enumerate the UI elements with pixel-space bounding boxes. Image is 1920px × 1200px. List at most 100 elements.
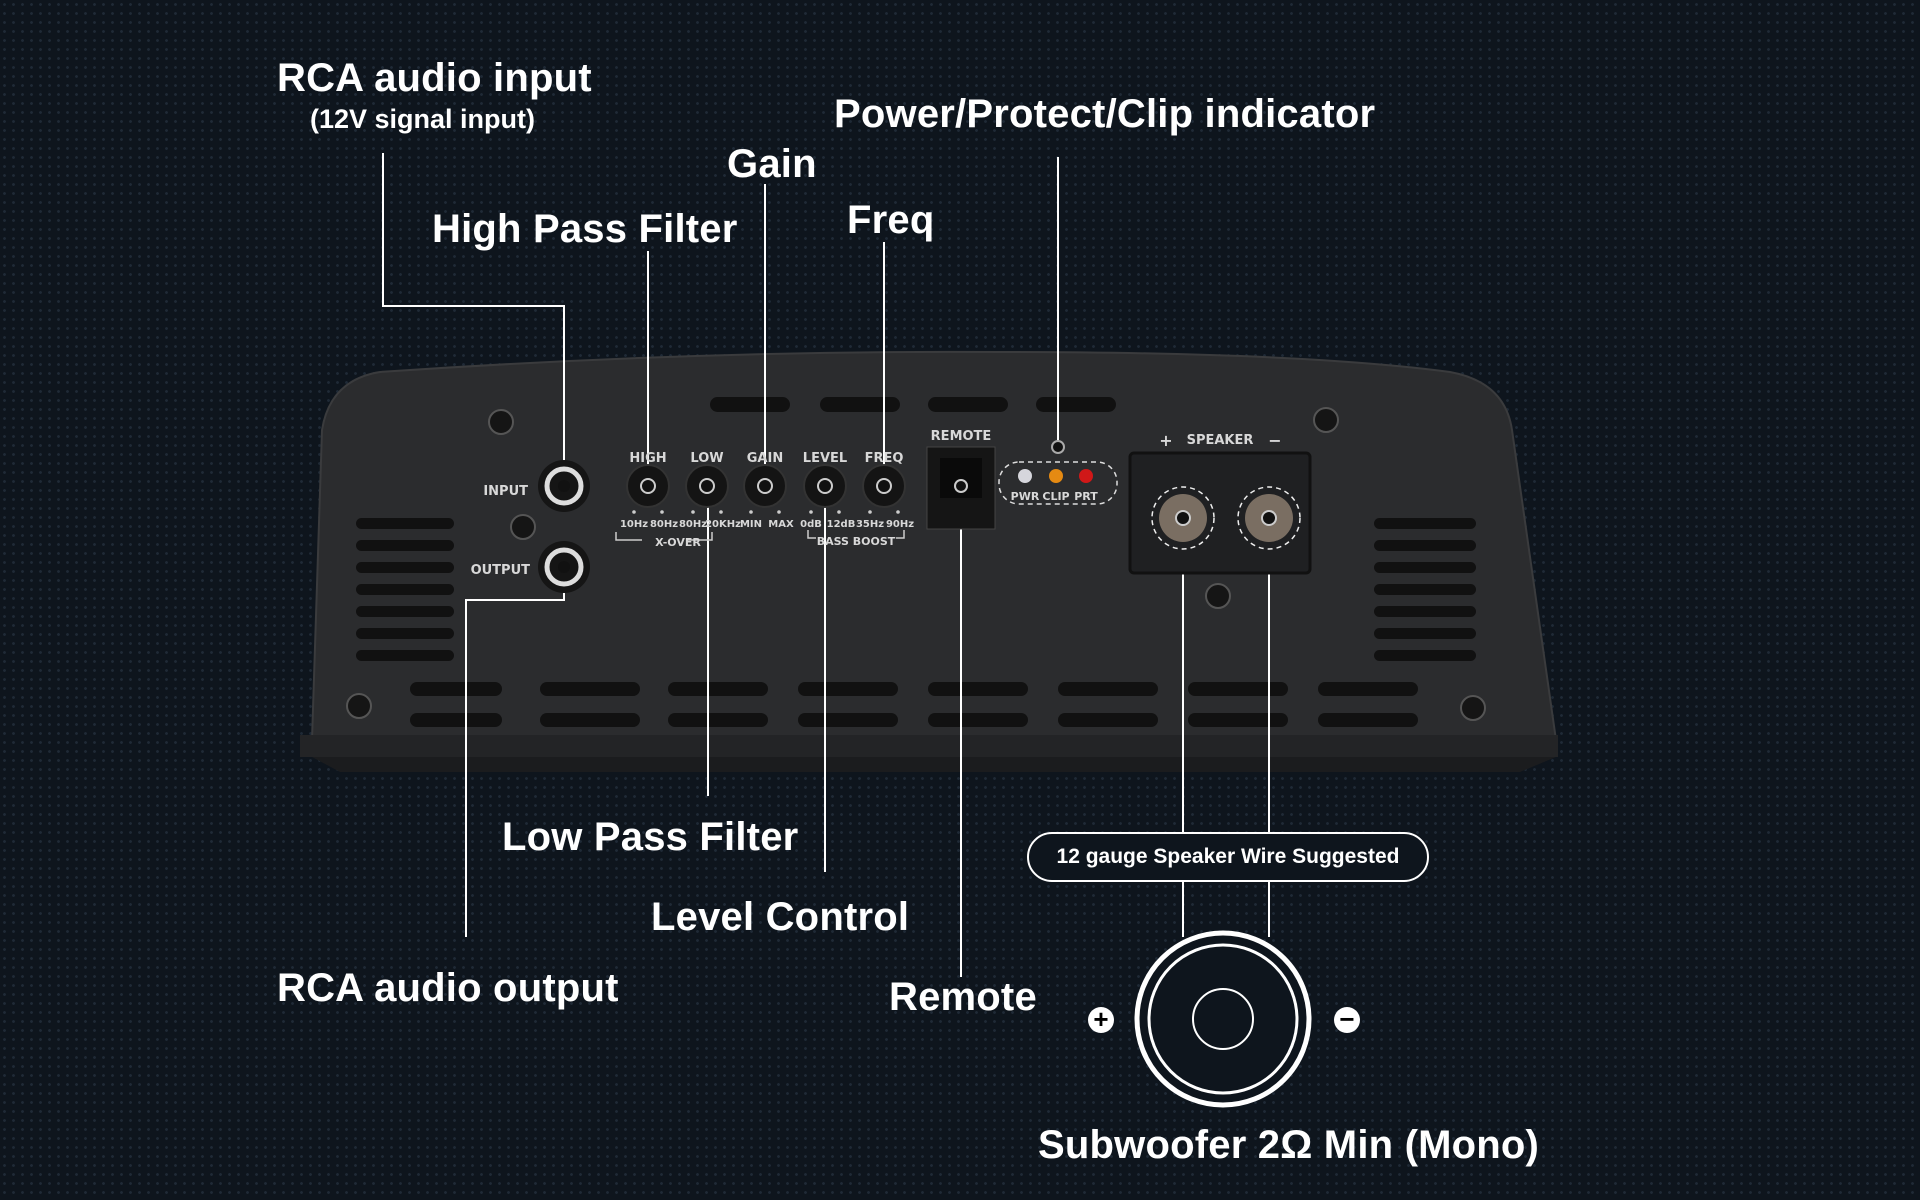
amplifier-base <box>300 735 1558 757</box>
remote-port[interactable] <box>926 446 996 530</box>
vent-slot <box>1318 682 1418 696</box>
knob-gain[interactable] <box>743 464 787 508</box>
knob-label: GAIN <box>747 451 783 466</box>
vent-slot <box>356 540 454 551</box>
vent-slot <box>1188 713 1288 727</box>
vent-slot <box>356 584 454 595</box>
vent-slot <box>1374 650 1476 661</box>
vent-slot <box>668 682 768 696</box>
knob-min-label: 80Hz <box>679 519 707 530</box>
screw-icon <box>346 693 372 719</box>
knob-max-label: 20KHz <box>705 519 741 530</box>
led-pwr <box>1018 469 1032 483</box>
screw-icon <box>1205 583 1231 609</box>
knob-level[interactable] <box>803 464 847 508</box>
screw-icon <box>510 514 536 540</box>
vent-slot <box>1374 540 1476 551</box>
vent-slot <box>1036 397 1116 412</box>
led-label: PRT <box>1074 490 1098 503</box>
led-label: CLIP <box>1042 490 1069 503</box>
vent-slot <box>540 682 640 696</box>
amplifier-foot <box>312 757 1556 772</box>
vent-slot <box>798 713 898 727</box>
subwoofer-icon <box>1134 930 1312 1108</box>
speaker-terminal-block <box>1128 451 1312 575</box>
vents <box>356 397 1476 727</box>
vent-slot <box>410 713 502 727</box>
vent-slot <box>356 628 454 639</box>
callout-indicator: Power/Protect/Clip indicator <box>834 92 1376 136</box>
speaker-terminal-minus[interactable] <box>1237 486 1301 550</box>
knob-low[interactable] <box>685 464 729 508</box>
vent-slot <box>798 682 898 696</box>
screw-icon <box>488 409 514 435</box>
vent-slot <box>1374 628 1476 639</box>
vent-slot <box>1058 682 1158 696</box>
knob-max-label: 12dB <box>827 519 856 530</box>
wire-note-badge: 12 gauge Speaker Wire Suggested <box>1027 832 1429 882</box>
callout-subwoofer: Subwoofer 2Ω Min (Mono) <box>1038 1123 1540 1167</box>
screw-icon <box>1313 407 1339 433</box>
vent-slot <box>820 397 900 412</box>
plus-icon: + <box>1088 1006 1114 1033</box>
knob-label: LEVEL <box>803 451 847 466</box>
speaker-plus-mark: + <box>1159 431 1172 450</box>
knob-high[interactable] <box>626 464 670 508</box>
knob-max-label: MAX <box>768 519 794 530</box>
vent-slot <box>356 518 454 529</box>
vent-slot <box>1318 713 1418 727</box>
led-clip <box>1049 469 1063 483</box>
knob-freq[interactable] <box>862 464 906 508</box>
vent-slot <box>356 606 454 617</box>
screw-icon <box>1460 695 1486 721</box>
vent-slot <box>356 650 454 661</box>
speaker-label: SPEAKER <box>1187 433 1254 448</box>
knob-min-label: MIN <box>740 519 762 530</box>
xover-bracket <box>615 532 713 541</box>
callout-gain: Gain <box>727 142 817 186</box>
vent-slot <box>1374 584 1476 595</box>
led-group <box>998 461 1118 505</box>
knob-max-label: 80Hz <box>650 519 678 530</box>
callout-rca-input: RCA audio input <box>277 56 592 100</box>
vent-slot <box>668 713 768 727</box>
rca-output-jack[interactable] <box>538 541 590 593</box>
knob-label: HIGH <box>629 451 666 466</box>
vent-slot <box>928 682 1028 696</box>
vent-slot <box>1374 562 1476 573</box>
callout-level: Level Control <box>651 895 910 939</box>
vent-slot <box>1374 606 1476 617</box>
vent-slot <box>1058 713 1158 727</box>
callout-rca-input-sub: (12V signal input) <box>310 104 536 134</box>
remote-label: REMOTE <box>931 429 992 444</box>
vent-slot <box>710 397 790 412</box>
led-label: PWR <box>1011 490 1040 503</box>
callout-high-pass: High Pass Filter <box>432 207 738 251</box>
vent-slot <box>928 713 1028 727</box>
callout-rca-output: RCA audio output <box>277 966 619 1010</box>
vent-slot <box>356 562 454 573</box>
input-label: INPUT <box>483 484 528 499</box>
rca-input-jack[interactable] <box>538 460 590 512</box>
knob-max-label: 90Hz <box>886 519 914 530</box>
xover-label: X-OVER <box>655 536 701 549</box>
speaker-terminal-plus[interactable] <box>1151 486 1215 550</box>
amplifier-body <box>310 350 1558 741</box>
callout-remote: Remote <box>889 975 1037 1019</box>
callout-freq: Freq <box>847 198 935 242</box>
bass-boost-label: BASS BOOST <box>817 535 896 548</box>
vent-slot <box>1374 518 1476 529</box>
bass-boost-bracket <box>807 530 905 539</box>
minus-icon: − <box>1334 1006 1360 1033</box>
knob-min-label: 35Hz <box>856 519 884 530</box>
knob-min-label: 0dB <box>800 519 822 530</box>
callout-low-pass: Low Pass Filter <box>502 815 799 859</box>
led-prt <box>1079 469 1093 483</box>
screws <box>346 407 1486 721</box>
line-rca-input <box>382 153 565 486</box>
vent-slot <box>1188 682 1288 696</box>
vent-slot <box>410 682 502 696</box>
